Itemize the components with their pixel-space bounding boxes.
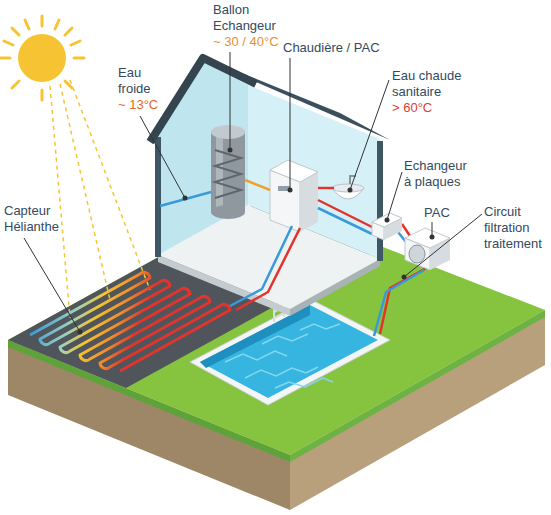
- ladder-step: [274, 313, 284, 318]
- sun-ray: [74, 57, 84, 60]
- leader-line: [290, 58, 291, 190]
- sun-beams: [50, 80, 150, 318]
- leader-line: [387, 172, 402, 220]
- sun-ray: [55, 20, 59, 29]
- pool-wall: [200, 305, 310, 368]
- sun-ray: [41, 16, 44, 26]
- leader-dot: [78, 330, 83, 335]
- hot-pipe: [380, 266, 430, 334]
- callout-label: > 60°C: [392, 100, 462, 116]
- callout-label: PAC: [424, 205, 464, 221]
- sun: [18, 34, 66, 82]
- pipes: [160, 180, 430, 336]
- tank-coil: [215, 150, 241, 198]
- sun-beam: [60, 84, 110, 300]
- leader-dot: [348, 188, 353, 193]
- leader-dots: [78, 148, 435, 335]
- callout-label: Eau froide: [118, 65, 163, 97]
- tank-top: [211, 125, 245, 139]
- ripple: [225, 351, 287, 362]
- leader-dot: [402, 275, 407, 280]
- sun-ray: [41, 90, 44, 100]
- sun-ray: [12, 28, 19, 35]
- sun-rays: [0, 16, 84, 100]
- leader-line: [230, 52, 231, 150]
- leader-dot: [228, 148, 233, 153]
- leader-dot: [430, 235, 435, 240]
- water-ripples: [225, 324, 340, 388]
- boiler-top: [270, 160, 318, 182]
- tank-highlight: [216, 134, 223, 210]
- exchanger-top: [372, 213, 402, 227]
- hot-pipe: [318, 200, 374, 228]
- hot-pipe: [402, 224, 410, 236]
- callout-label: Eau chaude sanitaire: [392, 68, 472, 100]
- house-wall: [248, 85, 380, 259]
- sun-ray: [4, 41, 13, 45]
- sink-rim: [332, 184, 364, 192]
- leader-dot: [288, 188, 293, 193]
- leader-lines: [24, 52, 482, 332]
- wall-section: [155, 137, 161, 257]
- ripple: [300, 324, 340, 330]
- leader-line: [24, 238, 80, 332]
- sun-ray: [0, 57, 10, 60]
- callout-label: Capteur Hélianthe: [4, 203, 76, 235]
- cold-pipe: [230, 226, 292, 306]
- cold-pipe: [374, 270, 424, 336]
- tank-bottom: [211, 205, 245, 219]
- warm-pipe: [245, 180, 270, 190]
- callout-label: ~ 13°C: [118, 97, 178, 113]
- callout-label: Circuit filtration traitement: [484, 204, 550, 252]
- callout-label: Chaudière / PAC: [283, 40, 380, 56]
- cold-pipe: [318, 208, 372, 234]
- callout-label: Echangeur à plaques: [404, 158, 474, 190]
- leader-line: [404, 214, 482, 277]
- hot-pipe: [318, 187, 334, 190]
- sun-ray: [65, 28, 72, 35]
- leader-line: [350, 80, 389, 190]
- house-wall: [158, 62, 248, 255]
- leader-dot: [385, 218, 390, 223]
- wall-section: [377, 141, 383, 261]
- heat-pump-fan: [409, 245, 425, 263]
- sun-beam: [50, 86, 70, 318]
- ripple: [245, 367, 318, 378]
- lawn: [8, 200, 545, 455]
- pool-water: [200, 305, 378, 398]
- ripple: [262, 334, 308, 344]
- sun-ray: [71, 41, 80, 45]
- leader-dot: [183, 196, 188, 201]
- ripple: [275, 378, 333, 388]
- callout-label: Ballon Echangeur: [213, 2, 293, 34]
- leader-line: [140, 116, 185, 198]
- sun-ray: [12, 81, 19, 88]
- roof-edge: [150, 58, 256, 142]
- sun-ray: [25, 20, 29, 29]
- cold-pipe: [160, 192, 211, 206]
- storage-tank: [211, 132, 245, 212]
